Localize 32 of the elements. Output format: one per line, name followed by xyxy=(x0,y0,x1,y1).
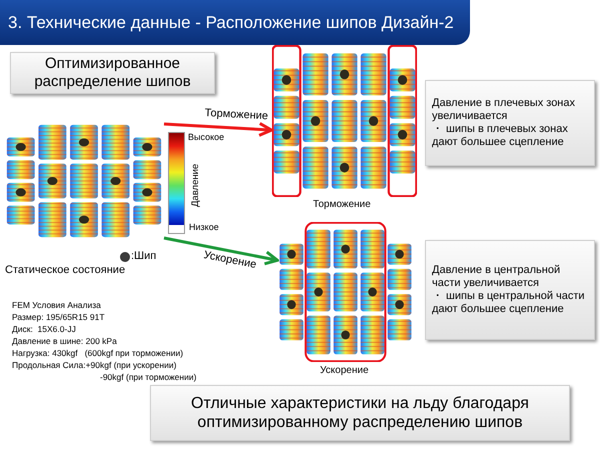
legend-text: :Шип xyxy=(131,250,156,262)
edge-label: Торможение xyxy=(204,107,268,122)
callout-box xyxy=(425,80,595,166)
slide-title: 3. Технические данные - Расположение шипов Дизайн-2 xyxy=(8,13,454,33)
scale-label: Низкое xyxy=(189,222,219,232)
conclusion-box xyxy=(150,385,570,441)
box-text: ・ шипы в центральной части дают большее сцепление xyxy=(432,290,586,316)
box-text: Оптимизированное распределение шипов xyxy=(33,55,192,91)
image-caption: Ускорение xyxy=(320,365,369,376)
box-text: Отличные характеристики на льду благодаря оптимизированному распределению шипов xyxy=(190,394,530,432)
spec-text: Продольная Сила:+90kgf (при ускорении) xyxy=(12,360,176,370)
arrow xyxy=(164,122,273,137)
spec-text: Размер: 195/65R15 91T xyxy=(12,312,105,322)
callout-box xyxy=(425,240,595,340)
scale-label: Высокое xyxy=(188,132,224,142)
box-text: ・ шипы в плечевых зонах дают большее сцепление xyxy=(432,123,569,150)
edge-label: Ускорение xyxy=(202,249,258,271)
spec-text: Давление в шине: 200 kPa xyxy=(12,336,117,346)
tire-pressure-drawing xyxy=(278,222,413,362)
spec-text: Нагрузка: 430kgf (600kgf при торможении) xyxy=(12,348,184,358)
box-text: Давление в плечевых зонах увеличивается xyxy=(432,96,576,123)
axis-label: Давление xyxy=(190,164,201,207)
image-caption: Статическое состояние xyxy=(5,264,126,276)
spec-text: -90kgf (при торможении) xyxy=(100,372,196,382)
spec-text: Диск: 15X6.0-JJ xyxy=(12,324,76,334)
box-text: Давление в центральной части увеличивается xyxy=(432,264,562,290)
color-scale-bar xyxy=(168,132,185,234)
image-caption: Торможение xyxy=(313,199,371,210)
heading-box xyxy=(10,52,215,94)
spec-text: FEM Условия Анализа xyxy=(12,300,101,310)
tire-pressure-drawing xyxy=(272,45,417,197)
arrow xyxy=(164,236,279,266)
